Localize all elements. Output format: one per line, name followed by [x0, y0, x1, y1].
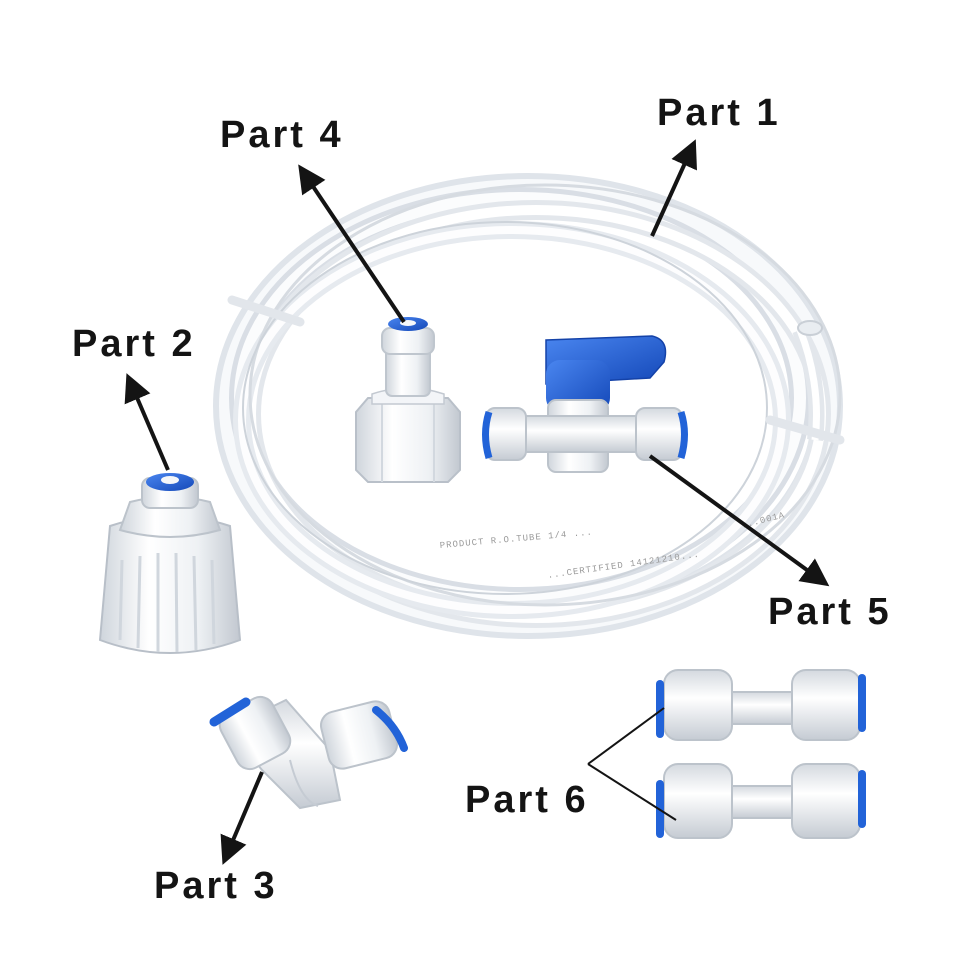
arrow-part-2	[124, 373, 170, 471]
label-part-3: Part 3	[154, 865, 278, 907]
union-connector-bottom	[656, 763, 866, 839]
elbow-connector	[209, 695, 408, 810]
union-connector-top	[656, 669, 866, 741]
arrow-part-5	[648, 454, 830, 587]
label-part-4: Part 4	[220, 114, 344, 156]
female-thread-adapter	[355, 317, 461, 483]
tube-print-line-1: PRODUCT R.O.TUBE 1/4 ...	[439, 528, 593, 551]
label-part-1: Part 1	[657, 92, 781, 134]
arrow-part-4	[298, 164, 406, 324]
label-part-2: Part 2	[72, 323, 196, 365]
arrow-part-1	[650, 139, 697, 237]
white-tubing-coil: PRODUCT R.O.TUBE 1/4 ... ...CERTIFIED 14…	[213, 173, 845, 639]
faucet-adapter	[98, 473, 242, 654]
arrow-part-3	[220, 771, 264, 865]
callout-lines-part-6	[587, 707, 677, 821]
label-part-6: Part 6	[465, 779, 589, 821]
label-part-5: Part 5	[768, 591, 892, 633]
callout-arrows	[124, 139, 830, 865]
ball-valve	[482, 335, 688, 473]
